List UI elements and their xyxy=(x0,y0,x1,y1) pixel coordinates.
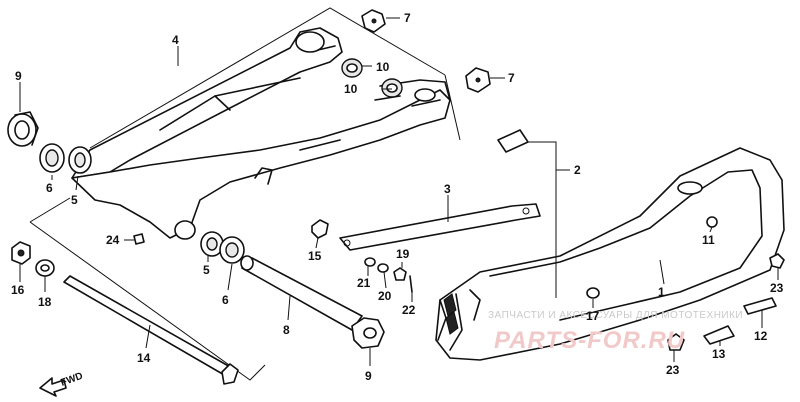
label-part-13: 13 xyxy=(712,347,726,361)
label-part-2: 2 xyxy=(574,163,581,177)
label-part-14: 14 xyxy=(137,351,151,365)
nut-16 xyxy=(11,241,31,265)
label-part-16: 16 xyxy=(11,283,25,297)
label-part-17: 17 xyxy=(586,309,600,323)
leader-lines xyxy=(19,17,779,366)
label-part-20: 20 xyxy=(378,289,392,303)
label-part-10-lower: 10 xyxy=(344,82,358,96)
bolt-15 xyxy=(311,219,329,239)
bolts-23 xyxy=(667,253,785,351)
chain-case xyxy=(435,147,785,361)
seal-upper-left xyxy=(7,111,39,147)
label-part-6-right: 6 xyxy=(222,293,229,307)
part-labels: 4 9 6 5 7 7 10 10 2 3 24 5 6 16 18 14 8 … xyxy=(11,11,784,383)
label-part-18: 18 xyxy=(38,295,52,309)
bushings-10 xyxy=(341,58,403,98)
label-part-11: 11 xyxy=(702,233,715,247)
label-part-1: 1 xyxy=(658,285,665,299)
bearings-right xyxy=(200,231,245,264)
label-part-12: 12 xyxy=(754,329,768,343)
swingarm xyxy=(71,27,451,240)
label-part-3: 3 xyxy=(444,182,451,196)
hardware-small xyxy=(364,257,413,293)
bolt-24 xyxy=(133,233,145,245)
label-part-7-upper: 7 xyxy=(404,11,411,25)
label-part-5-right: 5 xyxy=(203,263,210,277)
label-part-5-left: 5 xyxy=(71,193,78,207)
washer-18 xyxy=(35,259,55,277)
label-part-4: 4 xyxy=(172,33,179,47)
label-part-9-upper: 9 xyxy=(15,69,22,83)
label-part-8: 8 xyxy=(283,323,290,337)
label-part-10-upper: 10 xyxy=(376,60,390,74)
label-part-23-right: 23 xyxy=(770,281,784,295)
swingarm-assembly-outline xyxy=(29,7,461,381)
stay-bar-3 xyxy=(339,203,541,251)
stickers-12-13 xyxy=(703,297,777,345)
label-part-6-left: 6 xyxy=(46,181,53,195)
seal-lower xyxy=(351,317,385,349)
label-part-7-right: 7 xyxy=(508,71,515,85)
label-part-23-lower: 23 xyxy=(666,363,680,377)
axle-14 xyxy=(63,275,239,385)
collar-8 xyxy=(240,255,363,331)
bearings-left xyxy=(39,143,92,174)
label-part-19: 19 xyxy=(396,247,410,261)
watermark-line2: PARTS-FOR.RU xyxy=(494,327,685,354)
plates-7 xyxy=(361,9,491,93)
label-part-21: 21 xyxy=(357,276,371,290)
fwd-arrow-icon xyxy=(39,377,67,397)
label-part-24: 24 xyxy=(106,233,120,247)
label-part-15: 15 xyxy=(308,249,322,263)
label-part-22: 22 xyxy=(402,303,416,317)
watermark-line1: ЗАПЧАСТИ И АКСЕССУАРЫ ДЛЯ МОТОТЕХНИКИ xyxy=(488,310,743,321)
fwd-label: FWD xyxy=(59,371,84,389)
plate-2 xyxy=(497,129,529,153)
label-part-9-lower: 9 xyxy=(365,369,372,383)
